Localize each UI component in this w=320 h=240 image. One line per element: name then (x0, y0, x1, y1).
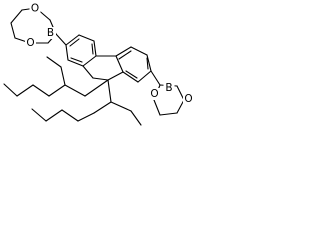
bond (176, 85, 185, 101)
bond (130, 110, 142, 126)
bond (137, 70, 152, 83)
bond (150, 70, 161, 86)
bond (61, 109, 79, 122)
molecule-structure-diagram: O O B B O O (3, 2, 194, 126)
bond (10, 9, 23, 24)
bond (125, 70, 138, 79)
bond (48, 84, 66, 97)
bond (118, 50, 132, 60)
bond (60, 66, 66, 86)
five-membered-ring (82, 55, 124, 81)
bond (82, 65, 94, 79)
bond (67, 59, 84, 67)
ethylhexyl-chain-lower (31, 79, 142, 126)
ethylhexyl-chain-upper (3, 56, 109, 97)
bond (153, 99, 161, 116)
bond (64, 84, 86, 97)
bond (65, 34, 80, 46)
bond (176, 99, 185, 114)
bond (84, 79, 109, 97)
bond (146, 57, 149, 70)
bond (122, 71, 139, 83)
bond (77, 112, 95, 122)
bond (107, 71, 124, 81)
atom-label-boron: B (165, 82, 172, 94)
bond (92, 77, 109, 81)
bond (16, 84, 34, 97)
bond (32, 84, 50, 97)
bond (115, 55, 124, 73)
bond (55, 33, 67, 46)
bond (110, 101, 132, 112)
right-benzene-ring (115, 46, 152, 83)
atom-label-oxygen: O (184, 93, 192, 105)
left-benzene-ring (65, 34, 97, 67)
atom-label-boron: B (47, 27, 54, 39)
bond (93, 40, 97, 57)
bond (130, 46, 148, 56)
bond (78, 34, 95, 42)
bond (159, 112, 178, 116)
atom-label-oxygen: O (31, 3, 39, 15)
bond (91, 43, 94, 55)
bond (45, 109, 63, 122)
bond (70, 57, 83, 63)
bond (3, 83, 18, 97)
bond (65, 44, 69, 61)
bond (115, 46, 132, 57)
bond (107, 79, 112, 103)
bond (146, 54, 152, 72)
bond (69, 38, 80, 47)
bond (31, 108, 47, 122)
bond (46, 56, 62, 68)
atom-label-oxygen: O (150, 88, 158, 100)
bond (93, 101, 112, 114)
atom-label-oxygen: O (26, 37, 34, 49)
atom-labels: O O B B O O (25, 2, 194, 105)
bond (10, 22, 16, 39)
bond (82, 55, 97, 67)
